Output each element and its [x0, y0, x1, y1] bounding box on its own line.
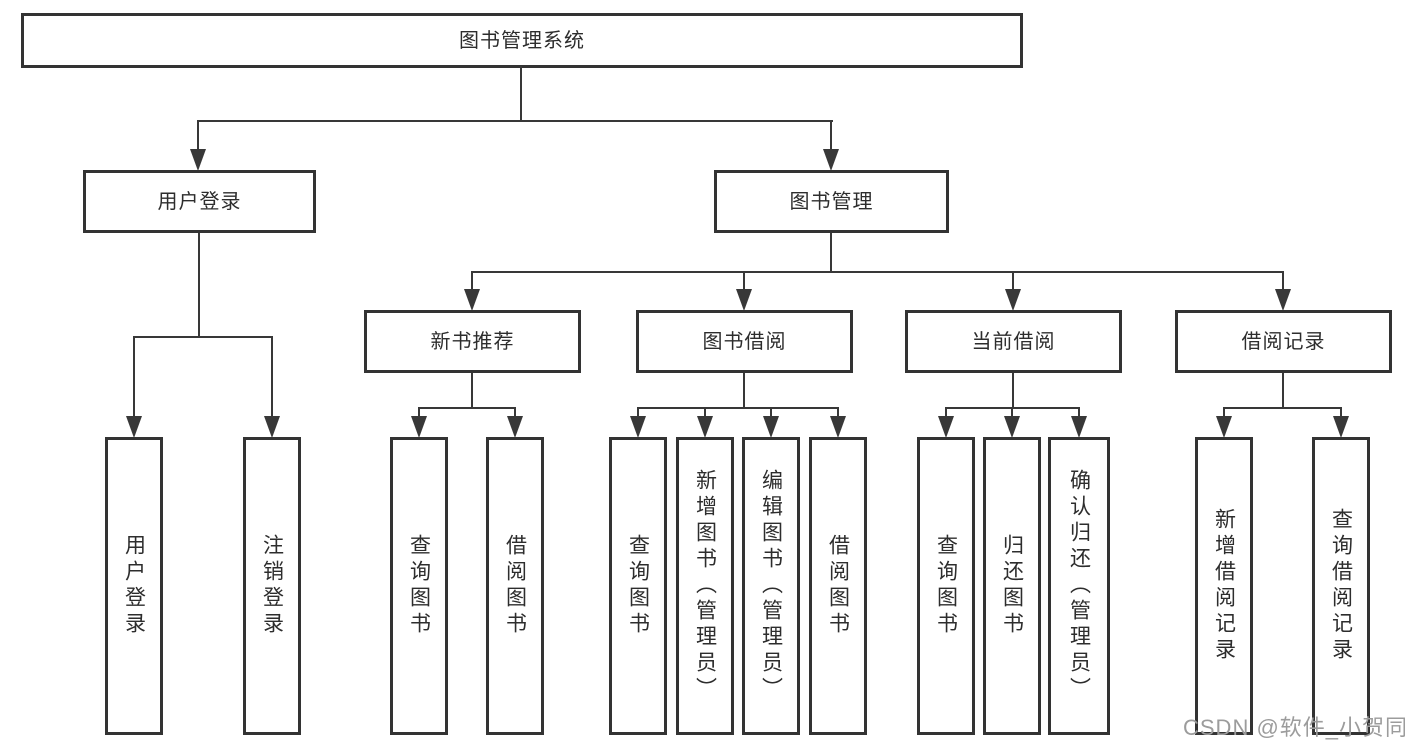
leaf-add-book-admin: 新增图书（管理员） — [676, 437, 734, 735]
connector-user-login-drop — [197, 120, 199, 152]
arrowhead-leaf — [763, 416, 779, 438]
connector-user-login-stem — [198, 233, 200, 338]
connector-records-branch — [1223, 407, 1342, 409]
connector-book-mgmt-stem — [830, 233, 832, 273]
connector-leaf-drop — [637, 407, 639, 419]
connector-leaf-drop — [945, 407, 947, 419]
leaf-borrow-books: 借阅图书 — [486, 437, 544, 735]
connector-root-stem — [520, 66, 522, 122]
arrowhead-level3 — [1275, 289, 1291, 311]
connector-level3-drop — [743, 271, 745, 291]
arrowhead-leaf — [1004, 416, 1020, 438]
arrowhead-book-mgmt — [823, 149, 839, 171]
arrowhead-leaf — [126, 416, 142, 438]
arrowhead-level3 — [464, 289, 480, 311]
leaf-edit-book-admin: 编辑图书（管理员） — [742, 437, 800, 735]
connector-leaf-drop — [1340, 407, 1342, 419]
node-book-management: 图书管理 — [714, 170, 949, 233]
connector-leaf-drop — [837, 407, 839, 419]
connector-level3-drop — [1012, 271, 1014, 291]
csdn-watermark: CSDN @软件_小贺同学 — [1183, 715, 1405, 740]
connector-user-login-branch — [133, 336, 273, 338]
connector-level3-drop — [1282, 271, 1284, 291]
leaf-user-login: 用户登录 — [105, 437, 163, 735]
node-current-borrowing: 当前借阅 — [905, 310, 1122, 373]
leaf-return-book: 归还图书 — [983, 437, 1041, 735]
leaf-query-books: 查询图书 — [609, 437, 667, 735]
node-library-management-system: 图书管理系统 — [21, 13, 1023, 68]
arrowhead-leaf — [1333, 416, 1349, 438]
connector-level3-drop — [471, 271, 473, 291]
connector-leaf-drop — [1078, 407, 1080, 419]
connector-borrowing-branch — [637, 407, 839, 409]
connector-leaf-drop — [133, 336, 135, 418]
connector-book-mgmt-branch — [471, 271, 1284, 273]
connector-borrowing-stem — [743, 373, 745, 409]
connector-leaf-drop — [514, 407, 516, 419]
connector-leaf-drop — [704, 407, 706, 419]
arrowhead-level3 — [736, 289, 752, 311]
connector-leaf-drop — [271, 336, 273, 418]
connector-root-branch — [197, 120, 833, 122]
connector-leaf-drop — [1011, 407, 1013, 419]
connector-leaf-drop — [770, 407, 772, 419]
leaf-query-books: 查询图书 — [917, 437, 975, 735]
connector-recommend-branch — [418, 407, 516, 409]
arrowhead-leaf — [411, 416, 427, 438]
leaf-add-borrow-record: 新增借阅记录 — [1195, 437, 1253, 735]
arrowhead-leaf — [507, 416, 523, 438]
leaf-logout: 注销登录 — [243, 437, 301, 735]
arrowhead-user-login — [190, 149, 206, 171]
arrowhead-level3 — [1005, 289, 1021, 311]
arrowhead-leaf — [830, 416, 846, 438]
node-new-book-recommendation: 新书推荐 — [364, 310, 581, 373]
arrowhead-leaf — [1071, 416, 1087, 438]
connector-leaf-drop — [1223, 407, 1225, 419]
arrowhead-leaf — [1216, 416, 1232, 438]
node-user-login: 用户登录 — [83, 170, 316, 233]
connector-current-stem — [1012, 373, 1014, 409]
node-book-borrowing: 图书借阅 — [636, 310, 853, 373]
leaf-confirm-return-admin: 确认归还（管理员） — [1048, 437, 1110, 735]
leaf-borrow-books: 借阅图书 — [809, 437, 867, 735]
connector-records-stem — [1282, 373, 1284, 409]
arrowhead-leaf — [938, 416, 954, 438]
connector-recommend-stem — [471, 373, 473, 409]
connector-book-mgmt-drop — [830, 120, 832, 152]
arrowhead-leaf — [630, 416, 646, 438]
connector-leaf-drop — [418, 407, 420, 419]
arrowhead-leaf — [264, 416, 280, 438]
leaf-query-borrow-record: 查询借阅记录 — [1312, 437, 1370, 735]
leaf-query-books: 查询图书 — [390, 437, 448, 735]
node-borrowing-records: 借阅记录 — [1175, 310, 1392, 373]
arrowhead-leaf — [697, 416, 713, 438]
